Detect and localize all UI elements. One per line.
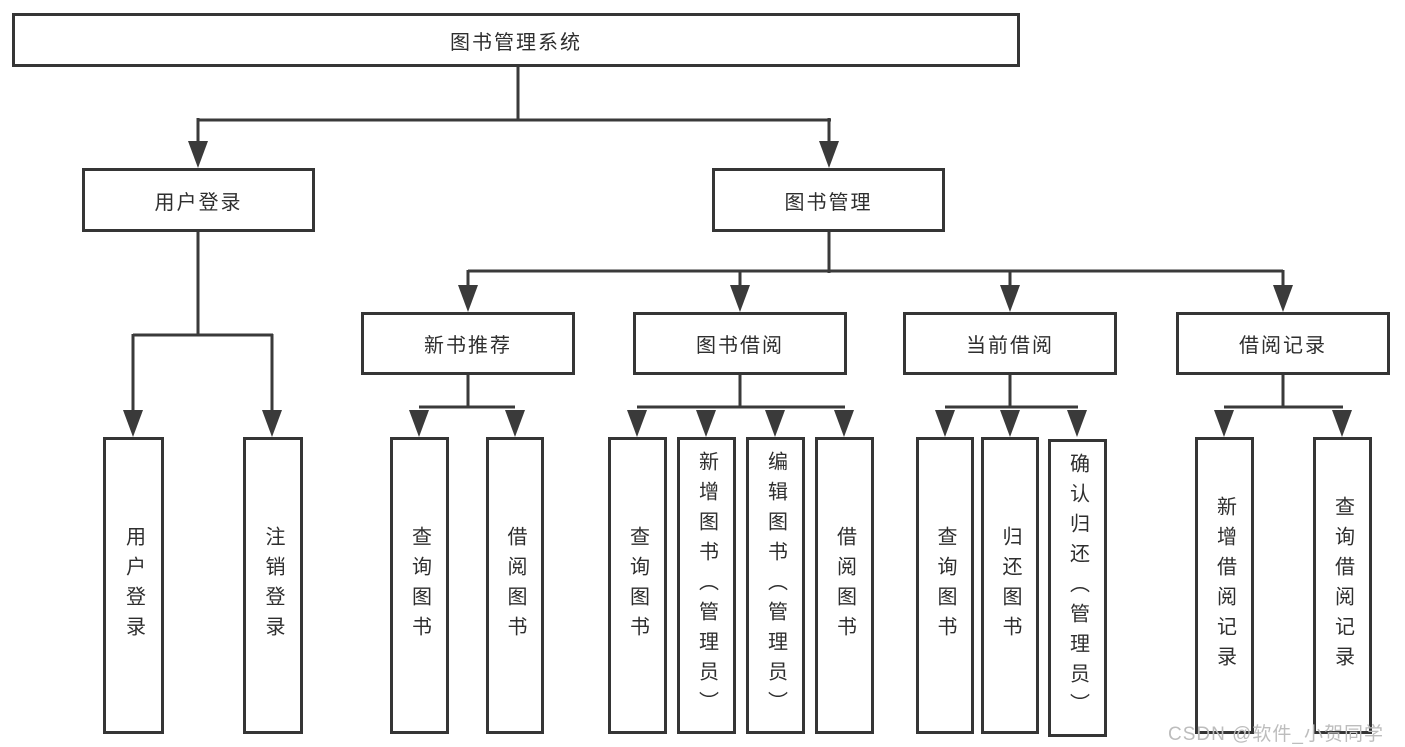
arrow-down-icon [765, 410, 785, 437]
node-label: 新书推荐 [424, 335, 512, 357]
node-label: 当前借阅 [966, 335, 1054, 357]
node-label: 注销登录 [262, 525, 284, 646]
arrow-down-icon [1273, 285, 1293, 312]
leaf-confirm-return-admin: 确认归还（管理员） [1048, 439, 1107, 737]
connector-user-login-stub [196, 232, 200, 336]
leaf-query-borrowing-record: 查询借阅记录 [1313, 437, 1372, 734]
arrow-down-icon [730, 285, 750, 312]
arrow-down-icon [1214, 410, 1234, 437]
arrow-down-icon [935, 410, 955, 437]
csdn-watermark: CSDN @软件_小贺同学 [1168, 724, 1384, 745]
connector-current-borrow-stub [1008, 375, 1012, 408]
leaf-query-books-borrowing: 查询图书 [608, 437, 667, 734]
connector-drop [270, 334, 274, 414]
leaf-edit-books-admin: 编辑图书（管理员） [746, 437, 805, 734]
arrow-down-icon [627, 410, 647, 437]
leaf-query-books-current: 查询图书 [916, 437, 974, 734]
arrow-down-icon [1067, 410, 1087, 437]
leaf-add-books-admin: 新增图书（管理员） [677, 437, 736, 734]
node-label: 用户登录 [154, 191, 243, 214]
connector-drop [131, 334, 135, 414]
arrow-down-icon [696, 410, 716, 437]
arrow-down-icon [819, 141, 839, 168]
node-book-management: 图书管理 [712, 168, 945, 232]
node-label: 编辑图书（管理员） [764, 450, 787, 721]
node-book-borrowing: 图书借阅 [633, 312, 847, 375]
node-label: 借阅图书 [504, 525, 526, 646]
leaf-borrow-books: 借阅图书 [815, 437, 874, 734]
node-label: 查询图书 [408, 525, 431, 646]
connector-new-book-rail [419, 405, 515, 409]
connector-borrow-record-rail [1224, 405, 1343, 409]
arrow-down-icon [505, 410, 525, 437]
node-label: 新增借阅记录 [1213, 495, 1236, 676]
arrow-down-icon [409, 410, 429, 437]
connector-new-book-stub [466, 375, 470, 408]
leaf-logout: 注销登录 [243, 437, 303, 734]
connector-user-login-rail [133, 333, 273, 337]
leaf-add-borrowing-record: 新增借阅记录 [1195, 437, 1254, 734]
arrow-down-icon [1000, 410, 1020, 437]
node-label: 图书借阅 [696, 335, 784, 357]
connector-drop [196, 118, 200, 144]
arrow-down-icon [262, 410, 282, 437]
connector-borrow-record-stub [1281, 375, 1285, 408]
connector-drop [1281, 270, 1285, 288]
node-label: 借阅记录 [1239, 335, 1327, 357]
arrow-down-icon [1000, 285, 1020, 312]
arrow-down-icon [188, 141, 208, 168]
node-user-login: 用户登录 [82, 168, 315, 232]
arrow-down-icon [1332, 410, 1352, 437]
connector-current-borrow-rail [945, 405, 1078, 409]
connector-book-borrow-stub [738, 375, 742, 408]
node-label: 查询图书 [626, 525, 649, 646]
node-library-management-system: 图书管理系统 [12, 13, 1020, 67]
node-label: 借阅图书 [833, 525, 856, 646]
connector-level2-rail [198, 118, 831, 122]
arrow-down-icon [123, 410, 143, 437]
connector-root-stub [516, 66, 520, 121]
arrow-down-icon [834, 410, 854, 437]
leaf-borrow-books-recommend: 借阅图书 [486, 437, 544, 734]
leaf-query-books-recommend: 查询图书 [390, 437, 449, 734]
node-label: 用户登录 [122, 525, 145, 646]
leaf-return-books: 归还图书 [981, 437, 1039, 734]
connector-drop [827, 118, 831, 144]
node-label: 查询图书 [934, 525, 956, 646]
connector-drop [1008, 270, 1012, 288]
node-borrowing-records: 借阅记录 [1176, 312, 1390, 375]
connector-drop [466, 270, 470, 288]
node-label: 图书管理系统 [450, 31, 582, 54]
node-label: 查询借阅记录 [1331, 495, 1354, 676]
node-current-borrowing: 当前借阅 [903, 312, 1117, 375]
node-new-book-recommend: 新书推荐 [361, 312, 575, 375]
arrow-down-icon [458, 285, 478, 312]
connector-book-borrow-rail [637, 405, 845, 409]
connector-drop [738, 270, 742, 288]
leaf-user-login: 用户登录 [103, 437, 164, 734]
connector-level3-rail [468, 269, 1283, 273]
node-label: 归还图书 [999, 525, 1021, 646]
node-label: 新增图书（管理员） [695, 450, 718, 721]
node-label: 图书管理 [784, 191, 873, 214]
node-label: 确认归还（管理员） [1066, 453, 1089, 723]
connector-book-mgmt-stub [827, 232, 831, 273]
